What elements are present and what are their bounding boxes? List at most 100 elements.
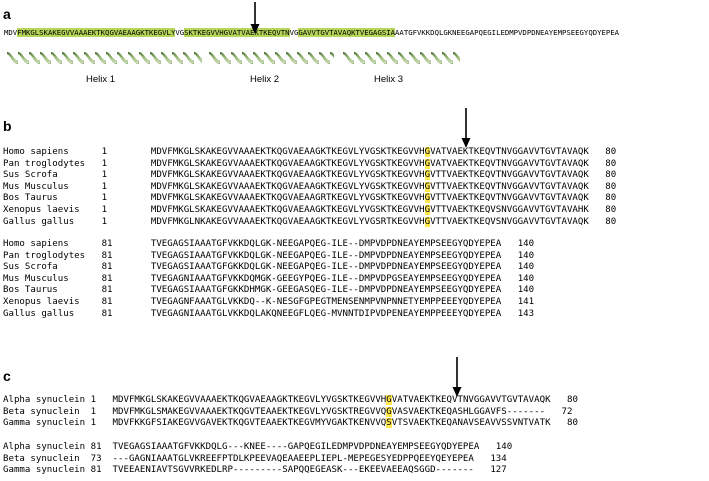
end-position: 140 <box>517 239 535 249</box>
arrow-panel-b <box>461 108 471 148</box>
sequence-segment: VG <box>289 28 299 37</box>
alignment-row: Beta synuclein 73 ---GAGNIAAATGLVKREEFPT… <box>3 454 512 466</box>
sequence: TVEGAGSIAAATGFVKKDQLGK-NEEGAPQEG-ILE--DM… <box>150 239 502 249</box>
species-name: Gallus gallus <box>3 216 102 227</box>
alignment-row: Xenopus laevis 1 MDVFMKGLSKAKEGVVAAAEKTK… <box>3 204 617 217</box>
start-position: 81 <box>101 296 124 307</box>
sequence: VTTVAEKTKEQVTNVGGAVVTGVTAVAQK <box>430 181 589 192</box>
arrow-panel-a <box>250 2 260 34</box>
alignment-row: Mus Musculus 1 MDVFMKGLSKAKEGVVAAAEKTKQG… <box>3 181 617 194</box>
highlighted-residue: G <box>386 395 392 405</box>
species-name: Gamma synuclein <box>3 418 91 429</box>
highlighted-residue: G <box>386 406 392 417</box>
helix-ribbon-1 <box>7 52 202 66</box>
panel-b-alignment-block-1: Homo sapiens 1 MDVFMKGLSKAKEGVVAAAEKTKQG… <box>3 147 616 228</box>
species-name: Homo sapiens <box>3 147 102 157</box>
species-name: Bos Taurus <box>3 285 102 296</box>
start-position: 81 <box>101 308 124 319</box>
highlighted-residue: G <box>424 170 431 181</box>
sequence: TVEGAGNIAAATGLVKKDQLAKQNEEGFLQEG-MVNNTDI… <box>150 308 502 319</box>
species-name: Sus Scrofa <box>3 262 102 273</box>
alignment-row: Pan troglodytes 1 MDVFMKGLSKAKEGVVAAAEKT… <box>3 158 617 171</box>
helix-ribbon-2 <box>209 52 334 66</box>
species-name: Sus Scrofa <box>3 170 102 181</box>
species-name: Beta synuclein <box>3 406 91 417</box>
panel-b-alignment-block-2: Homo sapiens 81 TVEGAGSIAAATGFVKKDQLGK-N… <box>3 239 534 320</box>
species-name: Homo sapiens <box>3 239 102 249</box>
alignment-row: Gallus gallus 81 TVEGAGNIAAATGLVKKDQLAKQ… <box>3 309 534 321</box>
end-position: 143 <box>517 308 535 319</box>
sequence: VTTVAEKTKEQVTNVGGAVVTGVTAVAQK <box>430 193 589 204</box>
end-position: 80 <box>599 193 617 204</box>
highlighted-residue: G <box>424 193 431 204</box>
start-position: 81 <box>101 273 124 284</box>
sequence-segment: GAVVTGVTAVAQKTVEGAGSIA <box>298 28 396 37</box>
alignment-row: Alpha synuclein 1 MDVFMKGLSKAKEGVVAAAEKT… <box>3 395 578 407</box>
sequence: TVEGAGSIAAATGFVKKDQLG---KNEE----GAPQEGIL… <box>112 442 480 452</box>
alignment-row: Gamma synuclein 81 TVEEAENIAVTSGVVRKEDLR… <box>3 465 512 477</box>
helix-label-1: Helix 1 <box>86 74 116 85</box>
end-position: 72 <box>556 406 573 417</box>
species-name: Alpha synuclein <box>3 442 91 452</box>
highlighted-residue: G <box>424 181 431 192</box>
start-position: 81 <box>101 239 124 249</box>
alignment-row: Alpha synuclein 81 TVEGAGSIAAATGFVKKDQLG… <box>3 442 512 454</box>
end-position: 140 <box>517 285 535 296</box>
sequence: VASVAEKTKEQASHLGGAVFS------- <box>391 406 546 417</box>
sequence: MDVFKKGFSIAKEGVVGAVEKTKQGVTEAAEKTKEGVMYV… <box>112 418 387 429</box>
end-position: 140 <box>495 442 513 452</box>
highlighted-residue: G <box>424 204 431 215</box>
sequence: ---GAGNIAAATGLVKREEFPTDLKPEEVAQEAAEEPLIE… <box>112 453 474 464</box>
species-name: Pan troglodytes <box>3 158 102 169</box>
highlighted-residue: G <box>424 147 431 157</box>
alignment-row: Bos Taurus 81 TVEGAGSIAAATGFGKKDHMGK-GEE… <box>3 285 534 297</box>
alignment-row: Mus Musculus 81 TVEGAGNIAAATGFVKKDQMGK-G… <box>3 274 534 286</box>
species-name: Gamma synuclein <box>3 465 91 476</box>
start-position: 1 <box>101 216 124 227</box>
panel-label-b: b <box>3 118 12 134</box>
panel-label-c: c <box>3 368 11 384</box>
species-name: Xenopus laevis <box>3 296 102 307</box>
start-position: 1 <box>101 204 124 215</box>
start-position: 1 <box>101 181 124 192</box>
highlighted-residue: G <box>424 216 431 227</box>
species-name: Mus Musculus <box>3 181 102 192</box>
alignment-row: Beta synuclein 1 MDVFMKGLSMAKEGVVAAAEKTK… <box>3 406 578 419</box>
end-position: 141 <box>517 296 535 307</box>
sequence: VTTVAEKTKEQVSNVGGAVVTGVTAVAHK <box>430 204 589 215</box>
panel-a-sequence: MDVFMKGLSKAKEGVVAAAEKTKQGVAEAAGKTKEGVLYV… <box>4 27 619 39</box>
species-name: Beta synuclein <box>3 453 91 464</box>
alignment-row: Homo sapiens 1 MDVFMKGLSKAKEGVVAAAEKTKQG… <box>3 147 616 159</box>
alignment-row: Gallus gallus 1 MDVFMKGLNKAKEGVVAAAEKTKQ… <box>3 216 616 229</box>
sequence: MDVFMKGLSKAKEGVVAAAEKTKQGVAEAAGRTKEGVLYV… <box>150 193 425 204</box>
sequence: TVEGAGSIAAATGFGKKDHMGK-GEEGASQEG-ILE--DM… <box>150 285 502 296</box>
species-name: Gallus gallus <box>3 308 102 319</box>
sequence-segment: SKTKEGVVHGVATVAEKTKEQVTN <box>184 28 290 37</box>
highlighted-residue: S <box>386 418 392 429</box>
sequence: MDVFMKGLSKAKEGVVAAAEKTKQGVAEAAGKTKEGVLYV… <box>150 147 425 157</box>
end-position: 80 <box>599 204 617 215</box>
panel-c-alignment-block-2: Alpha synuclein 81 TVEGAGSIAAATGFVKKDQLG… <box>3 442 512 477</box>
arrow-panel-c <box>452 357 462 397</box>
end-position: 140 <box>517 262 535 273</box>
end-position: 134 <box>490 453 507 464</box>
species-name: Xenopus laevis <box>3 204 102 215</box>
start-position: 81 <box>101 285 124 296</box>
panel-c-alignment-block-1: Alpha synuclein 1 MDVFMKGLSKAKEGVVAAAEKT… <box>3 395 578 430</box>
start-position: 81 <box>101 262 124 273</box>
end-position: 80 <box>599 170 617 181</box>
start-position: 1 <box>101 158 124 169</box>
start-position: 1 <box>90 395 108 405</box>
sequence: VTTVAEKTKEQVTNVGGAVVTGVTAVAQK <box>430 170 589 181</box>
sequence-segment: VG <box>175 28 185 37</box>
sequence-segment: FMKGLSKAKEGVVAAAEKTKQGVAEAAGKTKEGVLY <box>17 28 176 37</box>
alignment-row: Xenopus laevis 81 TVEGAGNFAAATGLVKKDQ--K… <box>3 297 534 309</box>
end-position: 80 <box>599 158 617 169</box>
sequence: MDVFMKGLSKAKEGVVAAAEKTKQGVAEAAGKTKEGVLYV… <box>150 158 425 169</box>
species-name: Alpha synuclein <box>3 395 91 405</box>
panel-label-a: a <box>3 6 11 22</box>
sequence-segment: AATGFVKKDQLGKNEEGAPQEGILEDMPVDPDNEAYEMPS… <box>395 28 620 37</box>
end-position: 80 <box>599 181 617 192</box>
alignment-row: Pan troglodytes 81 TVEGAGSIAAATGFVKKDQLG… <box>3 251 534 263</box>
sequence: VTSVAEKTKEQANAVSEAVVSSVNTVATK <box>391 418 551 429</box>
